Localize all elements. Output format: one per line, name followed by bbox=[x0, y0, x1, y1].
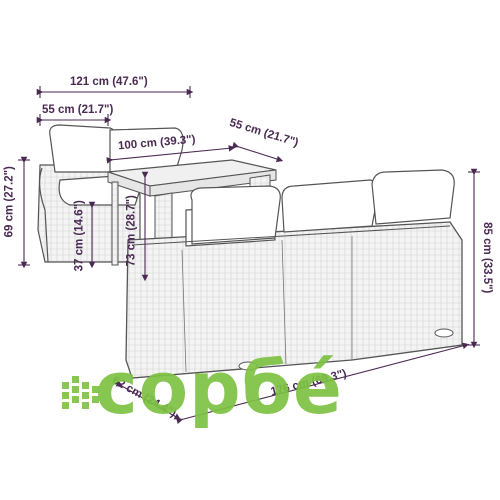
chair-height-label: 69 cm (27.2") bbox=[3, 166, 16, 238]
table-height-label: 73 cm (28.7") bbox=[125, 195, 138, 267]
sofa-back-cushion bbox=[190, 185, 281, 245]
watermark-logo: copбé bbox=[95, 346, 343, 430]
dimension-lines bbox=[18, 86, 480, 425]
sofa-back-cushion bbox=[281, 179, 379, 233]
sofa-back-cushion bbox=[371, 169, 455, 225]
watermark-dots-icon bbox=[62, 376, 99, 409]
table-length-label: 121 cm (47.6") bbox=[70, 76, 148, 88]
chair-depth-label: 55 cm (21.7") bbox=[42, 104, 114, 116]
sofa-height-label: 85 cm (33.5") bbox=[480, 222, 493, 294]
seat-height-label: 37 cm (14.6") bbox=[73, 200, 86, 272]
chair-back-cushion bbox=[49, 124, 117, 173]
sofa bbox=[125, 169, 463, 379]
